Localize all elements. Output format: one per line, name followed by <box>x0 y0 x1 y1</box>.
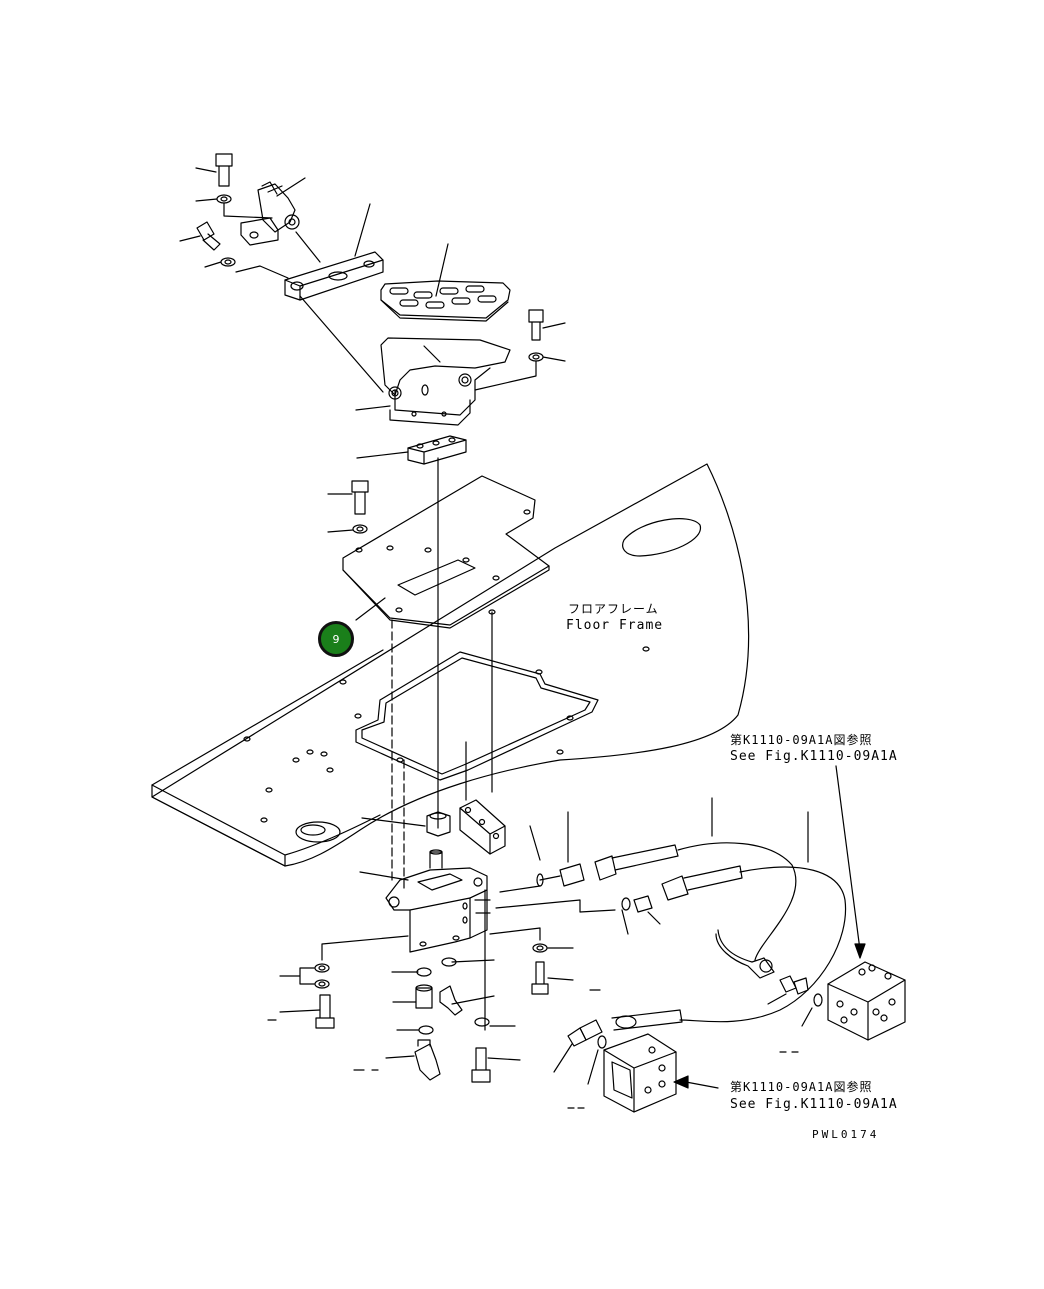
pedal <box>381 338 510 425</box>
reference-label-2-en: See Fig.K1110-09A1A <box>730 1097 898 1112</box>
nut-and-block <box>362 800 505 854</box>
link-plate <box>285 252 383 300</box>
floor-frame-plate <box>152 464 749 866</box>
valve-assembly <box>360 850 490 952</box>
drawing-code: PWL0174 <box>812 1128 880 1141</box>
manifold-block-right <box>828 962 905 1040</box>
reference-label-1-jp: 第K1110-09A1A図参照 <box>730 733 873 747</box>
callout-marker-9[interactable]: 9 <box>318 621 354 657</box>
leader-lines-top <box>180 168 565 620</box>
bolts-bottom-left <box>280 936 408 1028</box>
manifold-block-lower <box>604 1034 676 1112</box>
mounting-plate <box>343 476 549 628</box>
reference-label-1-en: See Fig.K1110-09A1A <box>730 749 898 764</box>
bolts-bottom-right <box>472 928 573 1082</box>
floor-frame-label-jp: フロアフレーム <box>568 602 659 616</box>
guide-lines <box>392 458 492 1030</box>
floor-frame-label-en: Floor Frame <box>566 618 664 633</box>
valve-fittings <box>386 958 494 1080</box>
reference-label-2-jp: 第K1110-09A1A図参照 <box>730 1080 873 1094</box>
hydraulic-hoses <box>496 798 846 1084</box>
callout-marker-label: 9 <box>332 632 340 646</box>
reference-arrows <box>686 766 860 1088</box>
bolts-top-left <box>197 154 543 533</box>
pedal-cover <box>381 281 510 321</box>
small-ticks <box>268 990 798 1108</box>
pivot-bracket <box>241 182 299 245</box>
spacer-block <box>408 436 466 464</box>
